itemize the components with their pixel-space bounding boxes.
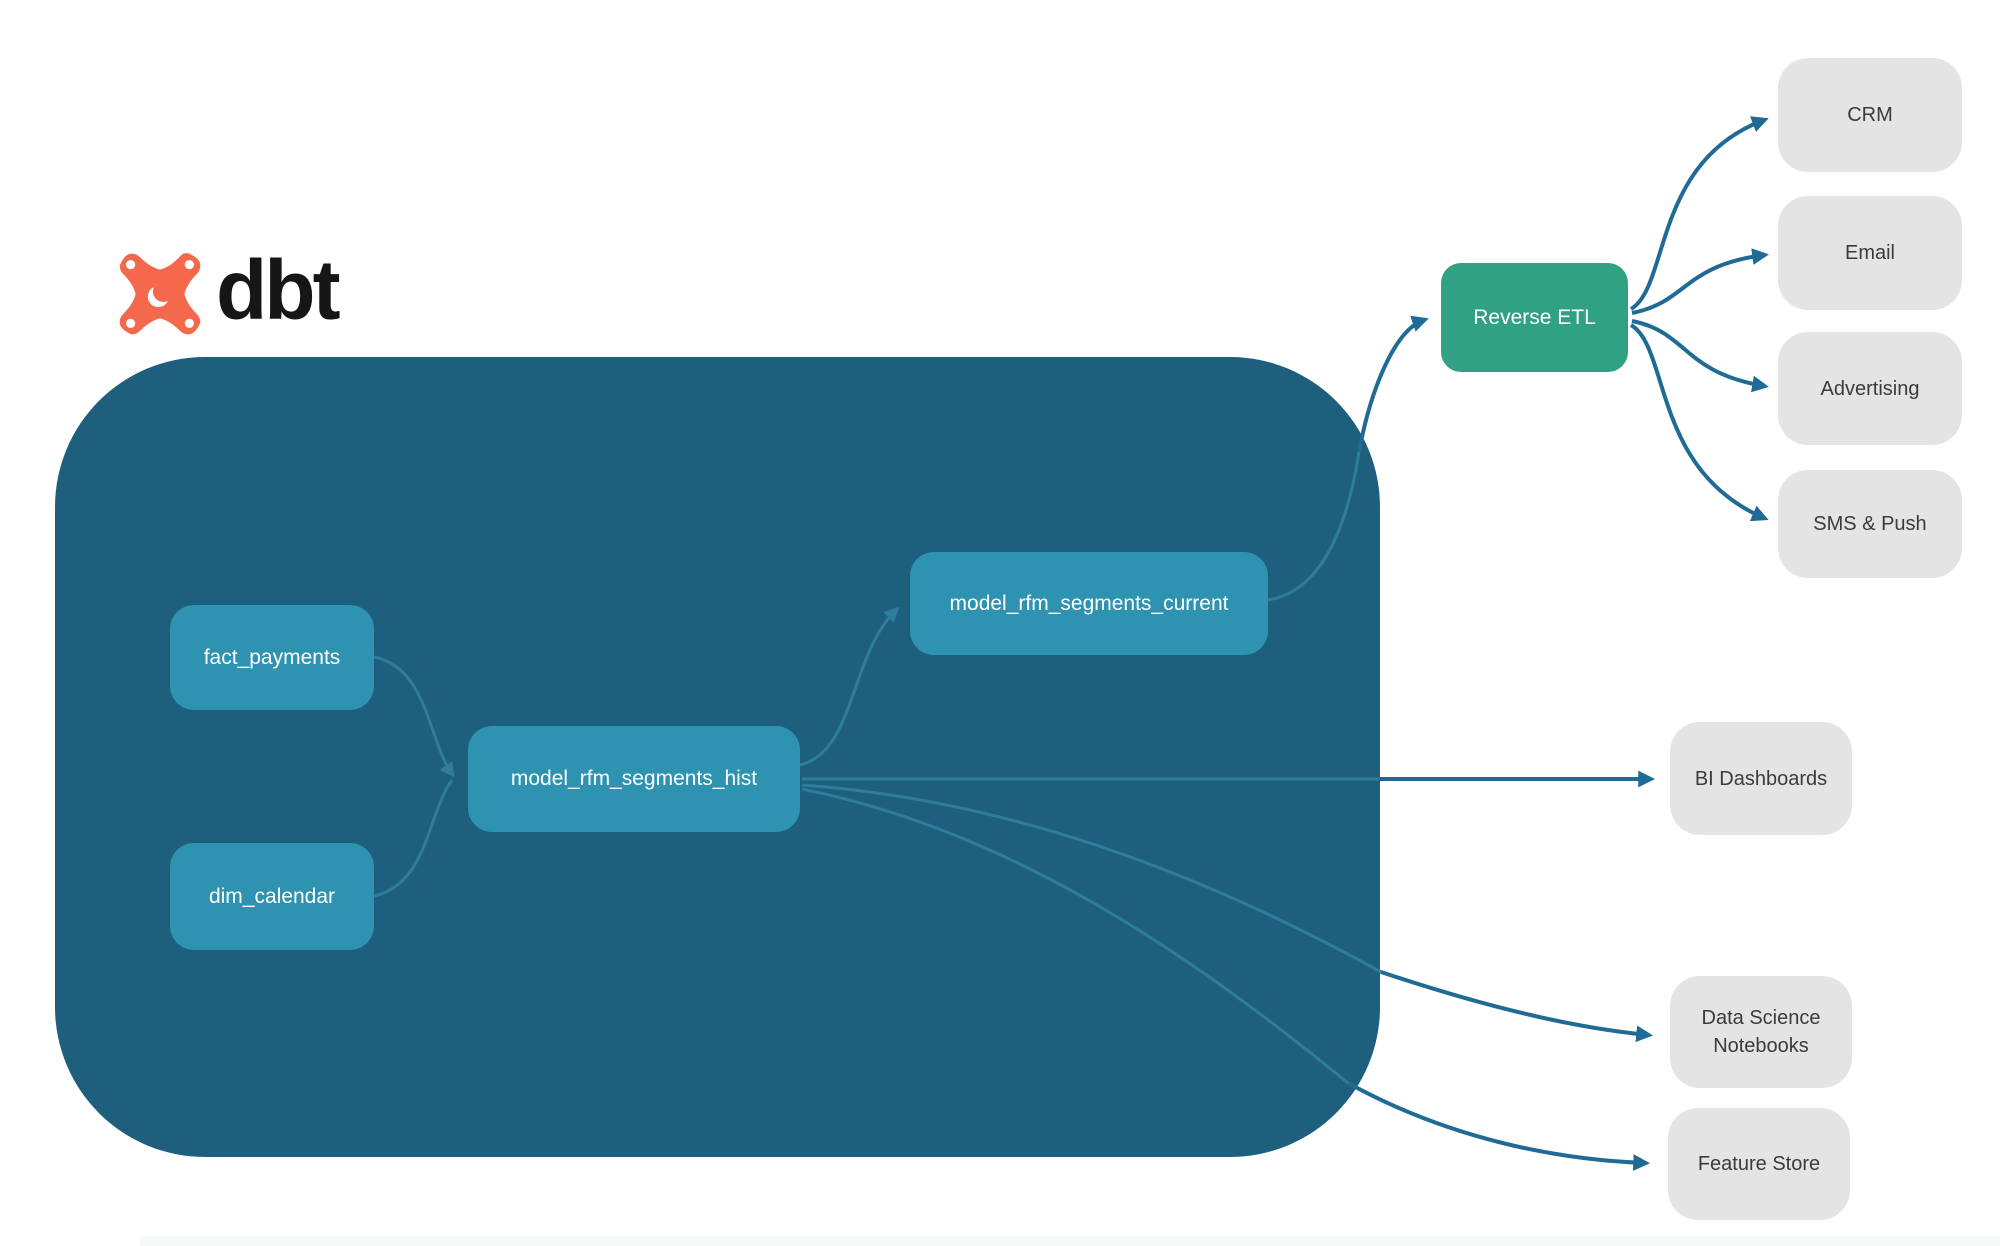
node-data-science-notebooks[interactable]: Data Science Notebooks bbox=[1670, 976, 1852, 1088]
node-email-label: Email bbox=[1844, 242, 1895, 264]
node-reverse-etl-label: Reverse ETL bbox=[1473, 305, 1596, 329]
node-data-science-notebooks-label: Data Science Notebooks bbox=[1701, 1007, 1821, 1057]
node-model-rfm-segments-current[interactable]: model_rfm_segments_current bbox=[910, 552, 1268, 655]
node-model-rfm-segments-hist[interactable]: model_rfm_segments_hist bbox=[468, 726, 800, 832]
edge-retl-to-sms bbox=[1629, 323, 1769, 522]
node-feature-store-label: Feature Store bbox=[1697, 1153, 1821, 1175]
edge-current-to-retl bbox=[1357, 315, 1429, 453]
node-sms-push[interactable]: SMS & Push bbox=[1778, 470, 1962, 578]
bottom-edge-strip bbox=[140, 1236, 2000, 1246]
node-model-rfm-segments-current-label: model_rfm_segments_current bbox=[949, 591, 1229, 615]
node-fact-payments[interactable]: fact_payments bbox=[170, 605, 374, 710]
edge-retl-to-email bbox=[1631, 248, 1769, 315]
node-fact-payments-label: fact_payments bbox=[203, 645, 341, 669]
dbt-star-icon bbox=[119, 253, 201, 335]
node-crm-label: CRM bbox=[1847, 104, 1893, 126]
edge-hist-to-ds bbox=[1380, 970, 1654, 1043]
edge-retl-to-crm bbox=[1629, 116, 1769, 311]
node-model-rfm-segments-hist-label: model_rfm_segments_hist bbox=[510, 767, 758, 790]
node-bi-dashboards[interactable]: BI Dashboards bbox=[1670, 722, 1852, 835]
node-dim-calendar[interactable]: dim_calendar bbox=[170, 843, 374, 950]
node-advertising-label: Advertising bbox=[1820, 377, 1920, 400]
node-dim-calendar-label: dim_calendar bbox=[208, 884, 336, 908]
node-crm[interactable]: CRM bbox=[1778, 58, 1962, 172]
node-bi-dashboards-label: BI Dashboards bbox=[1694, 767, 1828, 790]
edge-retl-to-advertising bbox=[1631, 319, 1769, 393]
dbt-logo: dbt bbox=[118, 243, 341, 338]
node-advertising[interactable]: Advertising bbox=[1778, 332, 1962, 445]
node-reverse-etl[interactable]: Reverse ETL bbox=[1441, 263, 1628, 372]
dbt-logo-text: dbt bbox=[216, 243, 341, 337]
node-sms-push-label: SMS & Push bbox=[1813, 513, 1927, 535]
node-email[interactable]: Email bbox=[1778, 196, 1962, 310]
node-feature-store[interactable]: Feature Store bbox=[1668, 1108, 1850, 1220]
edge-hist-to-fs bbox=[1347, 1081, 1651, 1171]
